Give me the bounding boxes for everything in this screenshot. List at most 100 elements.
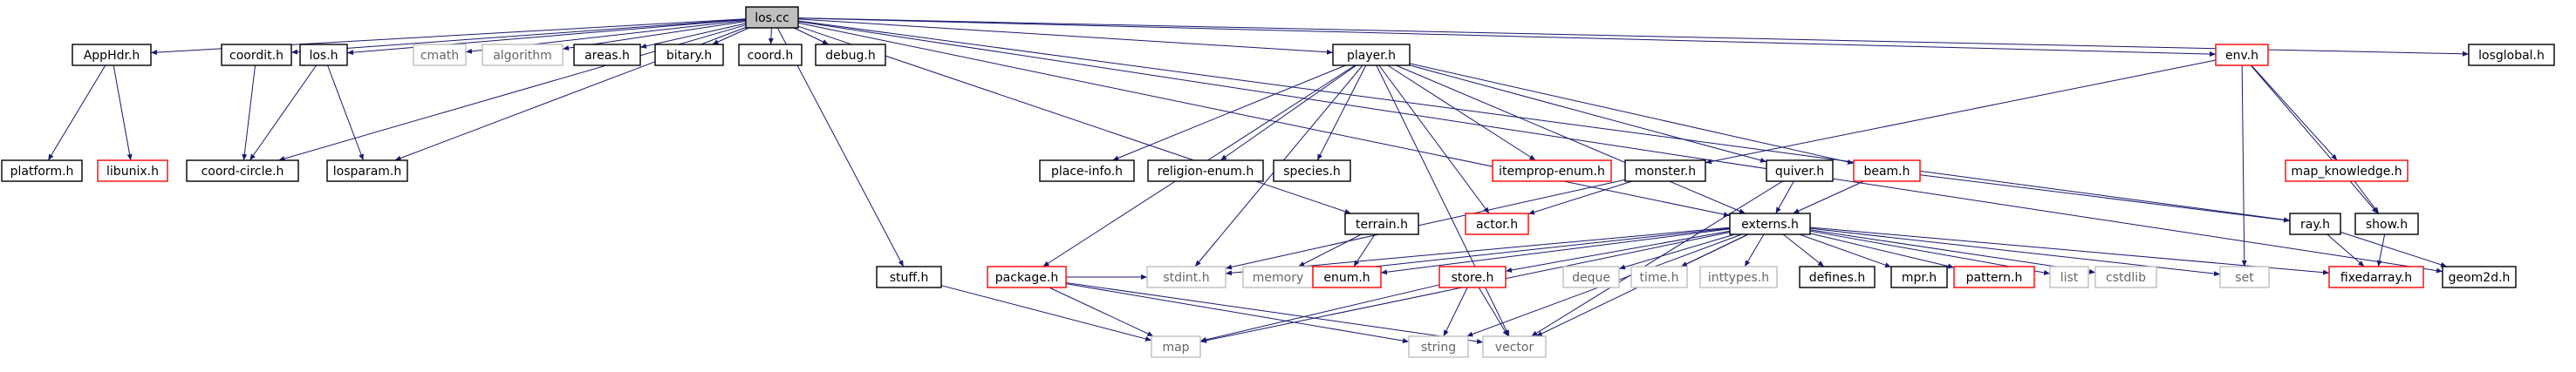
node-box — [1151, 335, 1201, 358]
node-coordit-h[interactable]: coordit.h — [221, 44, 292, 66]
node-label: debug.h — [825, 49, 875, 63]
edge-group — [797, 17, 2217, 57]
edge-group — [797, 22, 1731, 217]
node-box — [413, 44, 467, 66]
node-box — [2219, 266, 2270, 288]
node-quiver-h[interactable]: quiver.h — [1766, 159, 1834, 182]
node-beam-h[interactable]: beam.h — [1853, 159, 1921, 182]
node-monster-h[interactable]: monster.h — [1624, 159, 1706, 182]
node-itemprop-enum-h[interactable]: itemprop-enum.h — [1492, 159, 1612, 182]
node-coord-circle-h[interactable]: coord-circle.h — [186, 159, 299, 182]
node-store-h[interactable]: store.h — [1438, 266, 1507, 288]
node-actor-h[interactable]: actor.h — [1465, 213, 1529, 235]
edge-group — [1775, 180, 1794, 214]
edge-group — [242, 64, 256, 161]
dependency-edge-los-cc-to-player-h — [797, 18, 1334, 55]
dependency-edge-beam-h-to-externs-h — [1793, 180, 1864, 214]
dependency-edge-coordit-h-to-coord-circle-h — [242, 64, 256, 161]
node-geom2d-h[interactable]: geom2d.h — [2442, 266, 2517, 288]
node-label: show.h — [2366, 218, 2408, 232]
edge-group — [1220, 64, 1357, 161]
node-label: mpr.h — [1902, 271, 1937, 285]
node-box — [1853, 159, 1921, 182]
dependency-edge-ray-h-to-fixedarray-h — [2327, 233, 2365, 267]
dependency-edge-los-cc-to-losglobal-h — [797, 17, 2470, 57]
dependency-edge-externs-h-to-stdint-h — [1225, 227, 1731, 276]
edge-group — [1225, 227, 1731, 276]
dependency-edge-los-cc-to-terrain-h — [797, 25, 1351, 214]
edge-group — [2250, 64, 2379, 214]
dependency-edge-los-cc-to-bitary-h — [712, 27, 749, 45]
node-ray-h[interactable]: ray.h — [2289, 213, 2341, 235]
node-losglobal-h[interactable]: losglobal.h — [2468, 44, 2555, 66]
node-player-h[interactable]: player.h — [1332, 44, 1411, 66]
node-debug-h[interactable]: debug.h — [815, 44, 886, 66]
node-enum-h[interactable]: enum.h — [1312, 266, 1382, 288]
dependency-edge-los-cc-to-coord-h — [768, 27, 774, 45]
node-label: list — [2060, 271, 2079, 285]
node-label: algorithm — [493, 49, 552, 63]
node-libunix-h[interactable]: libunix.h — [97, 159, 168, 182]
dependency-edge-package-h-to-string — [1065, 283, 1410, 344]
dependency-edge-ray-h-to-geom2d-h — [2340, 231, 2448, 267]
node-box — [1438, 266, 1507, 288]
edge-group — [1478, 287, 1509, 337]
node-place-info-h[interactable]: place-info.h — [1039, 159, 1135, 182]
edge-group — [768, 27, 774, 45]
node-show-h[interactable]: show.h — [2354, 213, 2419, 235]
node-box — [987, 266, 1067, 288]
node-box — [97, 159, 168, 182]
node-label: terrain.h — [1356, 218, 1408, 232]
dependency-edge-player-h-to-vector — [1376, 64, 1510, 337]
node-box — [186, 159, 299, 182]
node-label: set — [2235, 271, 2254, 285]
node-coord-h[interactable]: coord.h — [738, 44, 803, 66]
node-box — [573, 44, 641, 66]
node-map-knowledge-h[interactable]: map_knowledge.h — [2285, 159, 2409, 182]
node-label: areas.h — [584, 49, 630, 63]
edge-group — [327, 64, 364, 161]
node-fixedarray-h[interactable]: fixedarray.h — [2328, 266, 2424, 288]
edge-group — [797, 21, 2443, 274]
node-env-h[interactable]: env.h — [2215, 44, 2269, 66]
node-los-cc[interactable]: los.cc — [745, 6, 799, 29]
node-box — [1344, 213, 1419, 235]
node-species-h[interactable]: species.h — [1273, 159, 1351, 182]
node-defines-h[interactable]: defines.h — [1799, 266, 1876, 288]
node-AppHdr-h[interactable]: AppHdr.h — [72, 44, 152, 66]
node-label: los.h — [309, 49, 338, 63]
node-stuff-h[interactable]: stuff.h — [876, 266, 942, 288]
node-pattern-h[interactable]: pattern.h — [1953, 266, 2035, 288]
edge-group — [2340, 231, 2448, 267]
node-losparam-h[interactable]: losparam.h — [326, 159, 408, 182]
node-box — [1273, 159, 1351, 182]
node-label: ray.h — [2300, 218, 2330, 232]
dependency-edge-los-cc-to-env-h — [797, 17, 2217, 57]
node-box — [1953, 266, 2035, 288]
node-label: map_knowledge.h — [2291, 165, 2402, 179]
node-label: map — [1162, 341, 1189, 355]
dependency-edge-externs-h-to-cstdlib — [1809, 229, 2096, 274]
node-string: string — [1408, 335, 1469, 358]
edge-group — [940, 285, 1152, 342]
node-box — [1312, 266, 1382, 288]
node-label: losglobal.h — [2478, 49, 2545, 63]
node-mpr-h[interactable]: mpr.h — [1890, 266, 1948, 288]
dependency-edge-player-h-to-actor-h — [1378, 64, 1490, 214]
dependency-edge-stuff-h-to-map — [940, 285, 1152, 342]
node-bitary-h[interactable]: bitary.h — [654, 44, 724, 66]
node-areas-h[interactable]: areas.h — [573, 44, 641, 66]
node-box — [2094, 266, 2157, 288]
node-los-h[interactable]: los.h — [299, 44, 348, 66]
dependency-edge-player-h-to-quiver-h — [1409, 64, 1767, 163]
node-religion-enum-h[interactable]: religion-enum.h — [1147, 159, 1264, 182]
node-platform-h[interactable]: platform.h — [1, 159, 83, 182]
edge-group — [797, 17, 2470, 57]
dependency-edge-externs-h-to-store-h — [1505, 230, 1731, 273]
node-terrain-h[interactable]: terrain.h — [1344, 213, 1419, 235]
node-box — [72, 44, 152, 66]
node-cmath: cmath — [413, 44, 467, 66]
node-externs-h[interactable]: externs.h — [1729, 213, 1811, 235]
node-package-h[interactable]: package.h — [987, 266, 1067, 288]
edge-group — [1809, 233, 1955, 269]
